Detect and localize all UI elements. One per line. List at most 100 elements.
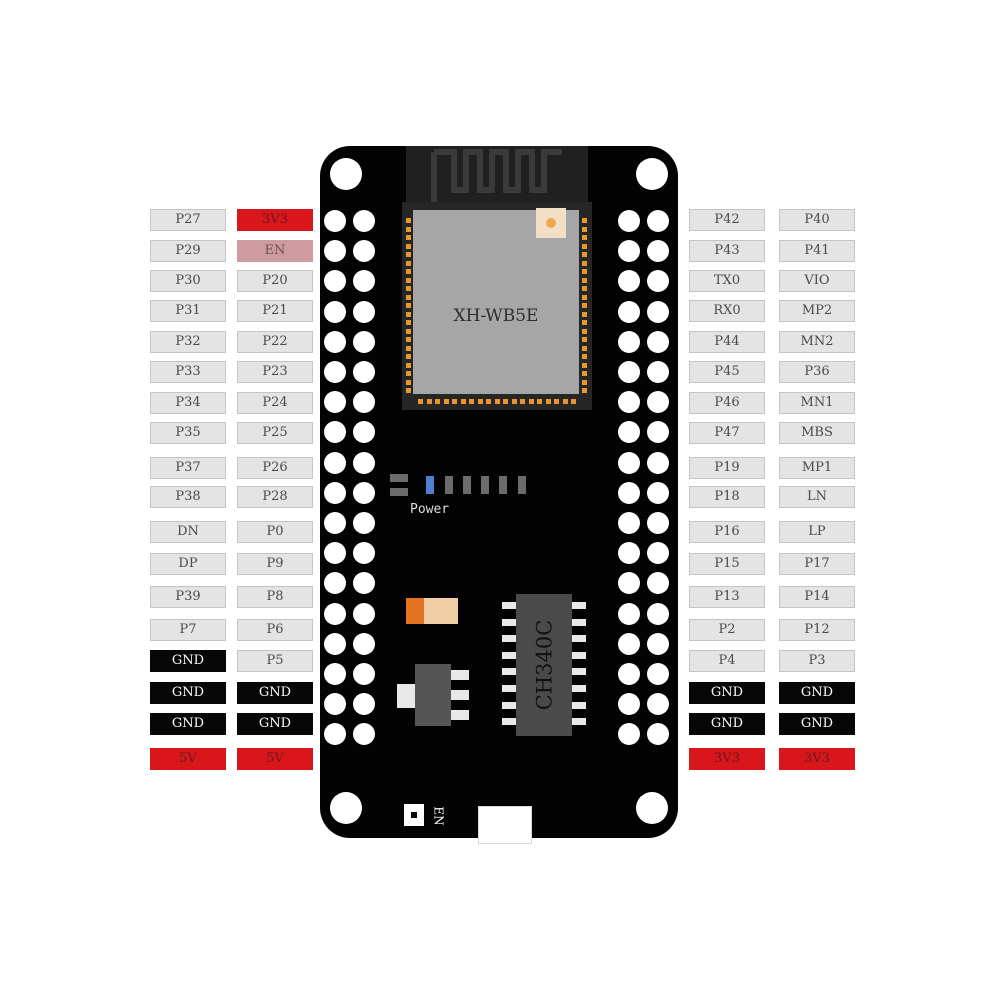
pin-label-p6: P6	[237, 619, 313, 641]
enable-button[interactable]	[404, 804, 424, 826]
pin-label-gnd: GND	[237, 713, 313, 735]
usb-port[interactable]	[478, 806, 532, 844]
castellated-pad	[520, 399, 525, 404]
pin-label-5v: 5V	[150, 748, 226, 770]
header-hole	[324, 602, 346, 625]
header-hole	[647, 391, 669, 414]
castellated-pad	[571, 399, 576, 404]
castellated-pad	[582, 388, 587, 393]
mounting-hole	[330, 158, 362, 190]
castellated-pad	[503, 399, 508, 404]
pin-label-p3: P3	[779, 650, 855, 672]
chip-pin	[502, 718, 516, 726]
header-hole	[353, 361, 375, 383]
header-hole	[647, 451, 669, 474]
pin-label-p45: P45	[689, 361, 765, 383]
castellated-pad	[426, 399, 432, 404]
pin-label-gnd: GND	[689, 682, 765, 704]
pin-label-dn: DN	[150, 521, 226, 543]
header-hole	[353, 451, 375, 474]
header-hole	[353, 210, 375, 232]
header-hole	[353, 693, 375, 716]
chip-pin	[572, 718, 586, 726]
pin-label-p13: P13	[689, 586, 765, 608]
pin-label-p35: P35	[150, 422, 226, 444]
castellated-pad	[582, 286, 587, 291]
header-hole	[618, 451, 640, 474]
capacitor-body	[424, 598, 458, 624]
pin-label-gnd: GND	[150, 650, 226, 672]
castellated-pad	[406, 345, 411, 351]
header-hole	[353, 421, 375, 444]
pin-label-p12: P12	[779, 619, 855, 641]
castellated-pad	[582, 235, 587, 240]
castellated-pad	[582, 277, 587, 283]
pin-label-p37: P37	[150, 457, 226, 479]
pin-label-lp: LP	[779, 521, 855, 543]
header-hole	[618, 602, 640, 625]
castellated-pad	[406, 243, 411, 249]
header-hole	[647, 240, 669, 263]
pin-label-p14: P14	[779, 586, 855, 608]
enable-button-label: EN	[431, 806, 446, 826]
castellated-pad	[582, 294, 587, 300]
header-hole	[618, 481, 640, 504]
module-shield	[413, 210, 579, 394]
castellated-pad	[477, 399, 483, 404]
castellated-pad	[582, 303, 587, 308]
castellated-pad	[406, 362, 411, 368]
header-hole	[353, 663, 375, 685]
pin-label-p9: P9	[237, 553, 313, 575]
header-hole	[324, 632, 346, 655]
header-hole	[353, 602, 375, 625]
castellated-pad	[443, 399, 449, 404]
chip-pin	[502, 685, 516, 692]
pin-label-p18: P18	[689, 486, 765, 508]
header-hole	[618, 210, 640, 232]
header-hole	[618, 300, 640, 323]
pin-label-p7: P7	[150, 619, 226, 641]
smd-resistor	[390, 474, 408, 482]
smd-component	[499, 476, 507, 494]
header-hole	[618, 632, 640, 655]
pin-label-3v3: 3V3	[689, 748, 765, 770]
pin-label-p25: P25	[237, 422, 313, 444]
pin-label-gnd: GND	[237, 682, 313, 704]
castellated-pad	[582, 243, 587, 249]
header-hole	[647, 632, 669, 655]
header-hole	[324, 330, 346, 353]
header-hole	[647, 330, 669, 353]
pin-label-mn1: MN1	[779, 392, 855, 414]
castellated-pad	[511, 399, 517, 404]
mounting-hole	[330, 792, 362, 824]
castellated-pad	[582, 371, 587, 376]
pin-label-p22: P22	[237, 331, 313, 353]
pin-label-p27: P27	[150, 209, 226, 231]
castellated-pad	[582, 337, 587, 342]
castellated-pad	[406, 286, 411, 291]
power-led	[426, 476, 434, 494]
header-hole	[353, 270, 375, 293]
pin-label-5v: 5V	[237, 748, 313, 770]
pin-label-ln: LN	[779, 486, 855, 508]
header-hole	[353, 330, 375, 353]
header-hole	[647, 663, 669, 685]
castellated-pad	[582, 345, 587, 351]
header-hole	[618, 572, 640, 595]
castellated-pad	[406, 260, 411, 266]
regulator-pin	[451, 690, 469, 700]
pin-label-en: EN	[237, 240, 313, 262]
pin-label-rx0: RX0	[689, 300, 765, 322]
header-hole	[647, 512, 669, 534]
header-hole	[618, 663, 640, 685]
castellated-pad	[406, 371, 411, 376]
chip-label-wrap: CH340C	[516, 594, 572, 736]
pin-label-p47: P47	[689, 422, 765, 444]
castellated-pad	[406, 337, 411, 342]
chip-pin	[572, 651, 586, 659]
pin-label-mp1: MP1	[779, 457, 855, 479]
castellated-pad	[406, 294, 411, 300]
header-hole	[353, 240, 375, 263]
pin-label-gnd: GND	[150, 682, 226, 704]
